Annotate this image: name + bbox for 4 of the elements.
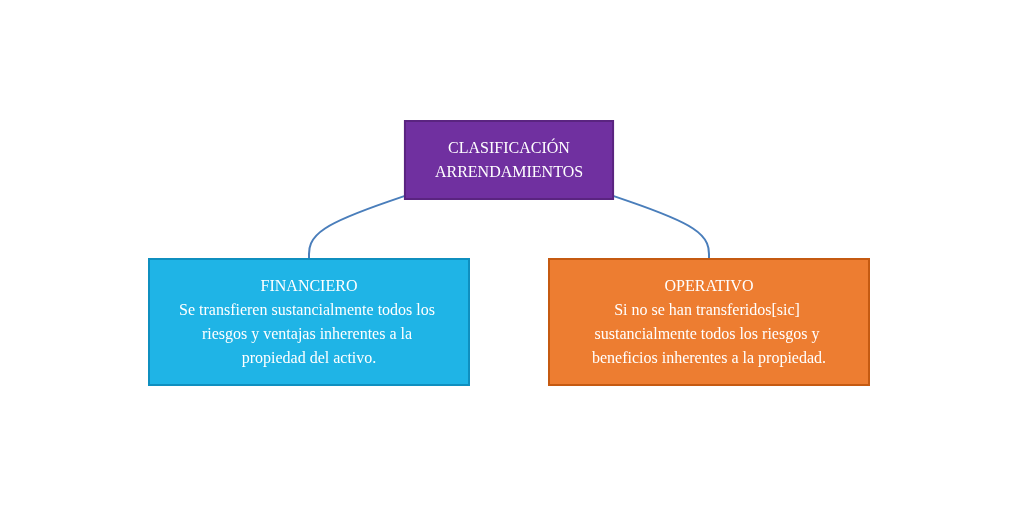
node-box: FINANCIERO Se transfieren sustancialmente todos los riesgos y ventajas inherentes a la propiedad del activo. [147, 258, 470, 386]
node-box: CLASIFICACIÓN ARRENDAMIENTOS [403, 120, 614, 200]
node-box: OPERATIVO Si no se han transferidos[sic] sustancialmente todos los riesgos y beneficios inherentes a la propiedad. [547, 258, 870, 386]
connector [611, 194, 710, 260]
